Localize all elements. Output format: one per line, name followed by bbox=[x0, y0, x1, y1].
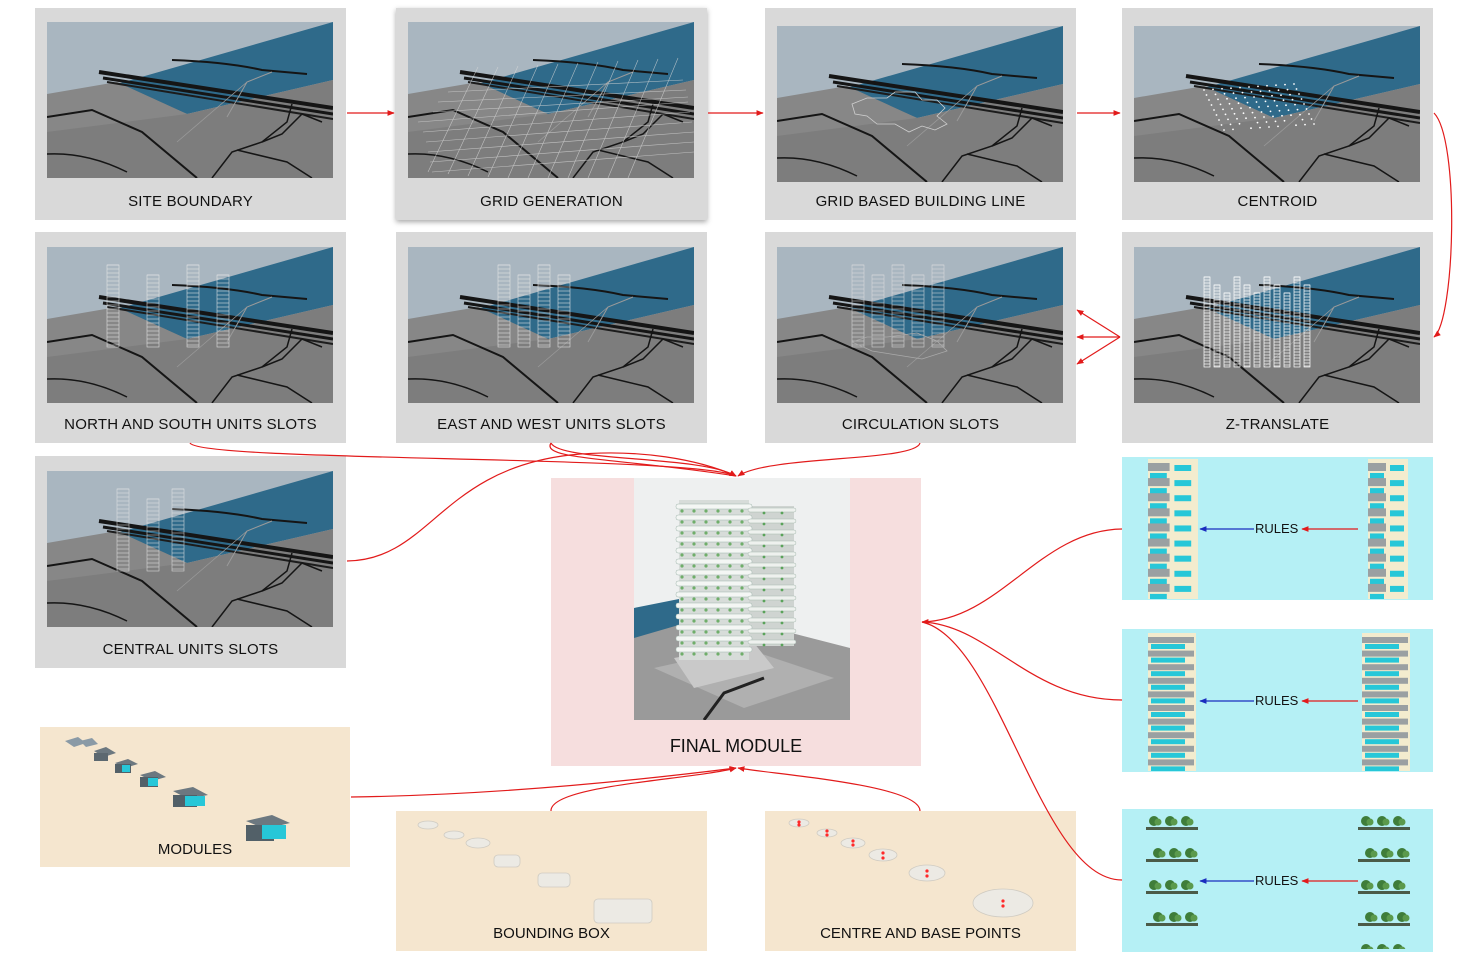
centre-base-image bbox=[788, 818, 1034, 918]
arrow-points-to-final bbox=[737, 766, 921, 812]
z-translate-image bbox=[1134, 247, 1420, 403]
arrow-rule1-to-final bbox=[921, 528, 1123, 625]
rule-2-right-elevation bbox=[1362, 633, 1410, 771]
rules-label: RULES bbox=[1255, 693, 1299, 708]
centre-base-label: CENTRE AND BASE POINTS bbox=[820, 925, 1021, 942]
rule-panel-1: RULES bbox=[1122, 457, 1433, 600]
bounding-box-image bbox=[417, 820, 653, 924]
step-east-west-units: EAST AND WEST UNITS SLOTS bbox=[396, 232, 707, 443]
step-circulation-slots: CIRCULATION SLOTS bbox=[765, 232, 1076, 443]
step-label: GRID BASED BUILDING LINE bbox=[815, 193, 1026, 210]
rule-3-left-greenery bbox=[1146, 816, 1198, 926]
north-south-image bbox=[47, 247, 333, 403]
bounding-box-label: BOUNDING BOX bbox=[493, 925, 610, 942]
step-north-south-units: NORTH AND SOUTH UNITS SLOTS bbox=[35, 232, 346, 443]
modules-panel: MODULES bbox=[40, 727, 350, 867]
rule-1-right-elevation bbox=[1368, 459, 1408, 599]
step-centroid: CENTROID bbox=[1122, 8, 1433, 220]
arrow-modules-to-final bbox=[350, 765, 737, 798]
arrow-circ-to-final bbox=[737, 442, 921, 477]
rule-panel-2: RULES bbox=[1122, 629, 1433, 772]
step-grid-generation: GRID GENERATION bbox=[396, 8, 707, 220]
step-central-units: CENTRAL UNITS SLOTS bbox=[35, 456, 346, 668]
arrow-ew-to-final bbox=[550, 442, 737, 477]
step-grid-building-line: GRID BASED BUILDING LINE bbox=[765, 8, 1076, 220]
arrow-rule2-to-final bbox=[921, 621, 1123, 701]
rules-label: RULES bbox=[1255, 873, 1299, 888]
arrow-z-to-circulation-top bbox=[1076, 309, 1121, 338]
arrow-centroid-to-z bbox=[1433, 112, 1453, 338]
site-boundary-image bbox=[47, 22, 333, 178]
step-label: CIRCULATION SLOTS bbox=[841, 416, 1000, 433]
central-units-image bbox=[47, 471, 333, 627]
final-module-panel: FINAL MODULE bbox=[551, 478, 921, 766]
step-label: CENTRAL UNITS SLOTS bbox=[102, 641, 279, 658]
rule-3-right-greenery bbox=[1358, 816, 1410, 949]
rule-2-left-elevation bbox=[1148, 633, 1196, 771]
modules-image bbox=[65, 737, 290, 841]
step-label: SITE BOUNDARY bbox=[128, 193, 253, 210]
grid-generation-image bbox=[408, 22, 694, 178]
rule-1-left-elevation bbox=[1148, 459, 1198, 599]
rules-label: RULES bbox=[1255, 521, 1299, 536]
grid-building-line-image bbox=[777, 26, 1063, 182]
step-label: EAST AND WEST UNITS SLOTS bbox=[437, 416, 666, 433]
arrow-ew-to-final-2 bbox=[549, 442, 737, 477]
arrow-z-to-circulation-bottom bbox=[1076, 336, 1121, 365]
step-label: GRID GENERATION bbox=[480, 193, 623, 210]
arrow-bbox-to-final bbox=[550, 766, 737, 812]
rule-panel-3: RULES bbox=[1122, 809, 1433, 952]
step-site-boundary: SITE BOUNDARY bbox=[35, 8, 346, 220]
centroid-image bbox=[1134, 26, 1420, 182]
circulation-image bbox=[777, 247, 1063, 403]
final-module-label: FINAL MODULE bbox=[669, 736, 803, 756]
step-label: CENTROID bbox=[1237, 193, 1318, 210]
step-label: NORTH AND SOUTH UNITS SLOTS bbox=[64, 416, 317, 433]
step-label: Z-TRANSLATE bbox=[1225, 416, 1330, 433]
final-module-image bbox=[634, 478, 850, 720]
east-west-image bbox=[408, 247, 694, 403]
centre-base-panel: CENTRE AND BASE POINTS bbox=[765, 811, 1076, 951]
modules-label: MODULES bbox=[157, 841, 233, 858]
bounding-box-panel: BOUNDING BOX bbox=[396, 811, 707, 951]
step-z-translate: Z-TRANSLATE bbox=[1122, 232, 1433, 443]
